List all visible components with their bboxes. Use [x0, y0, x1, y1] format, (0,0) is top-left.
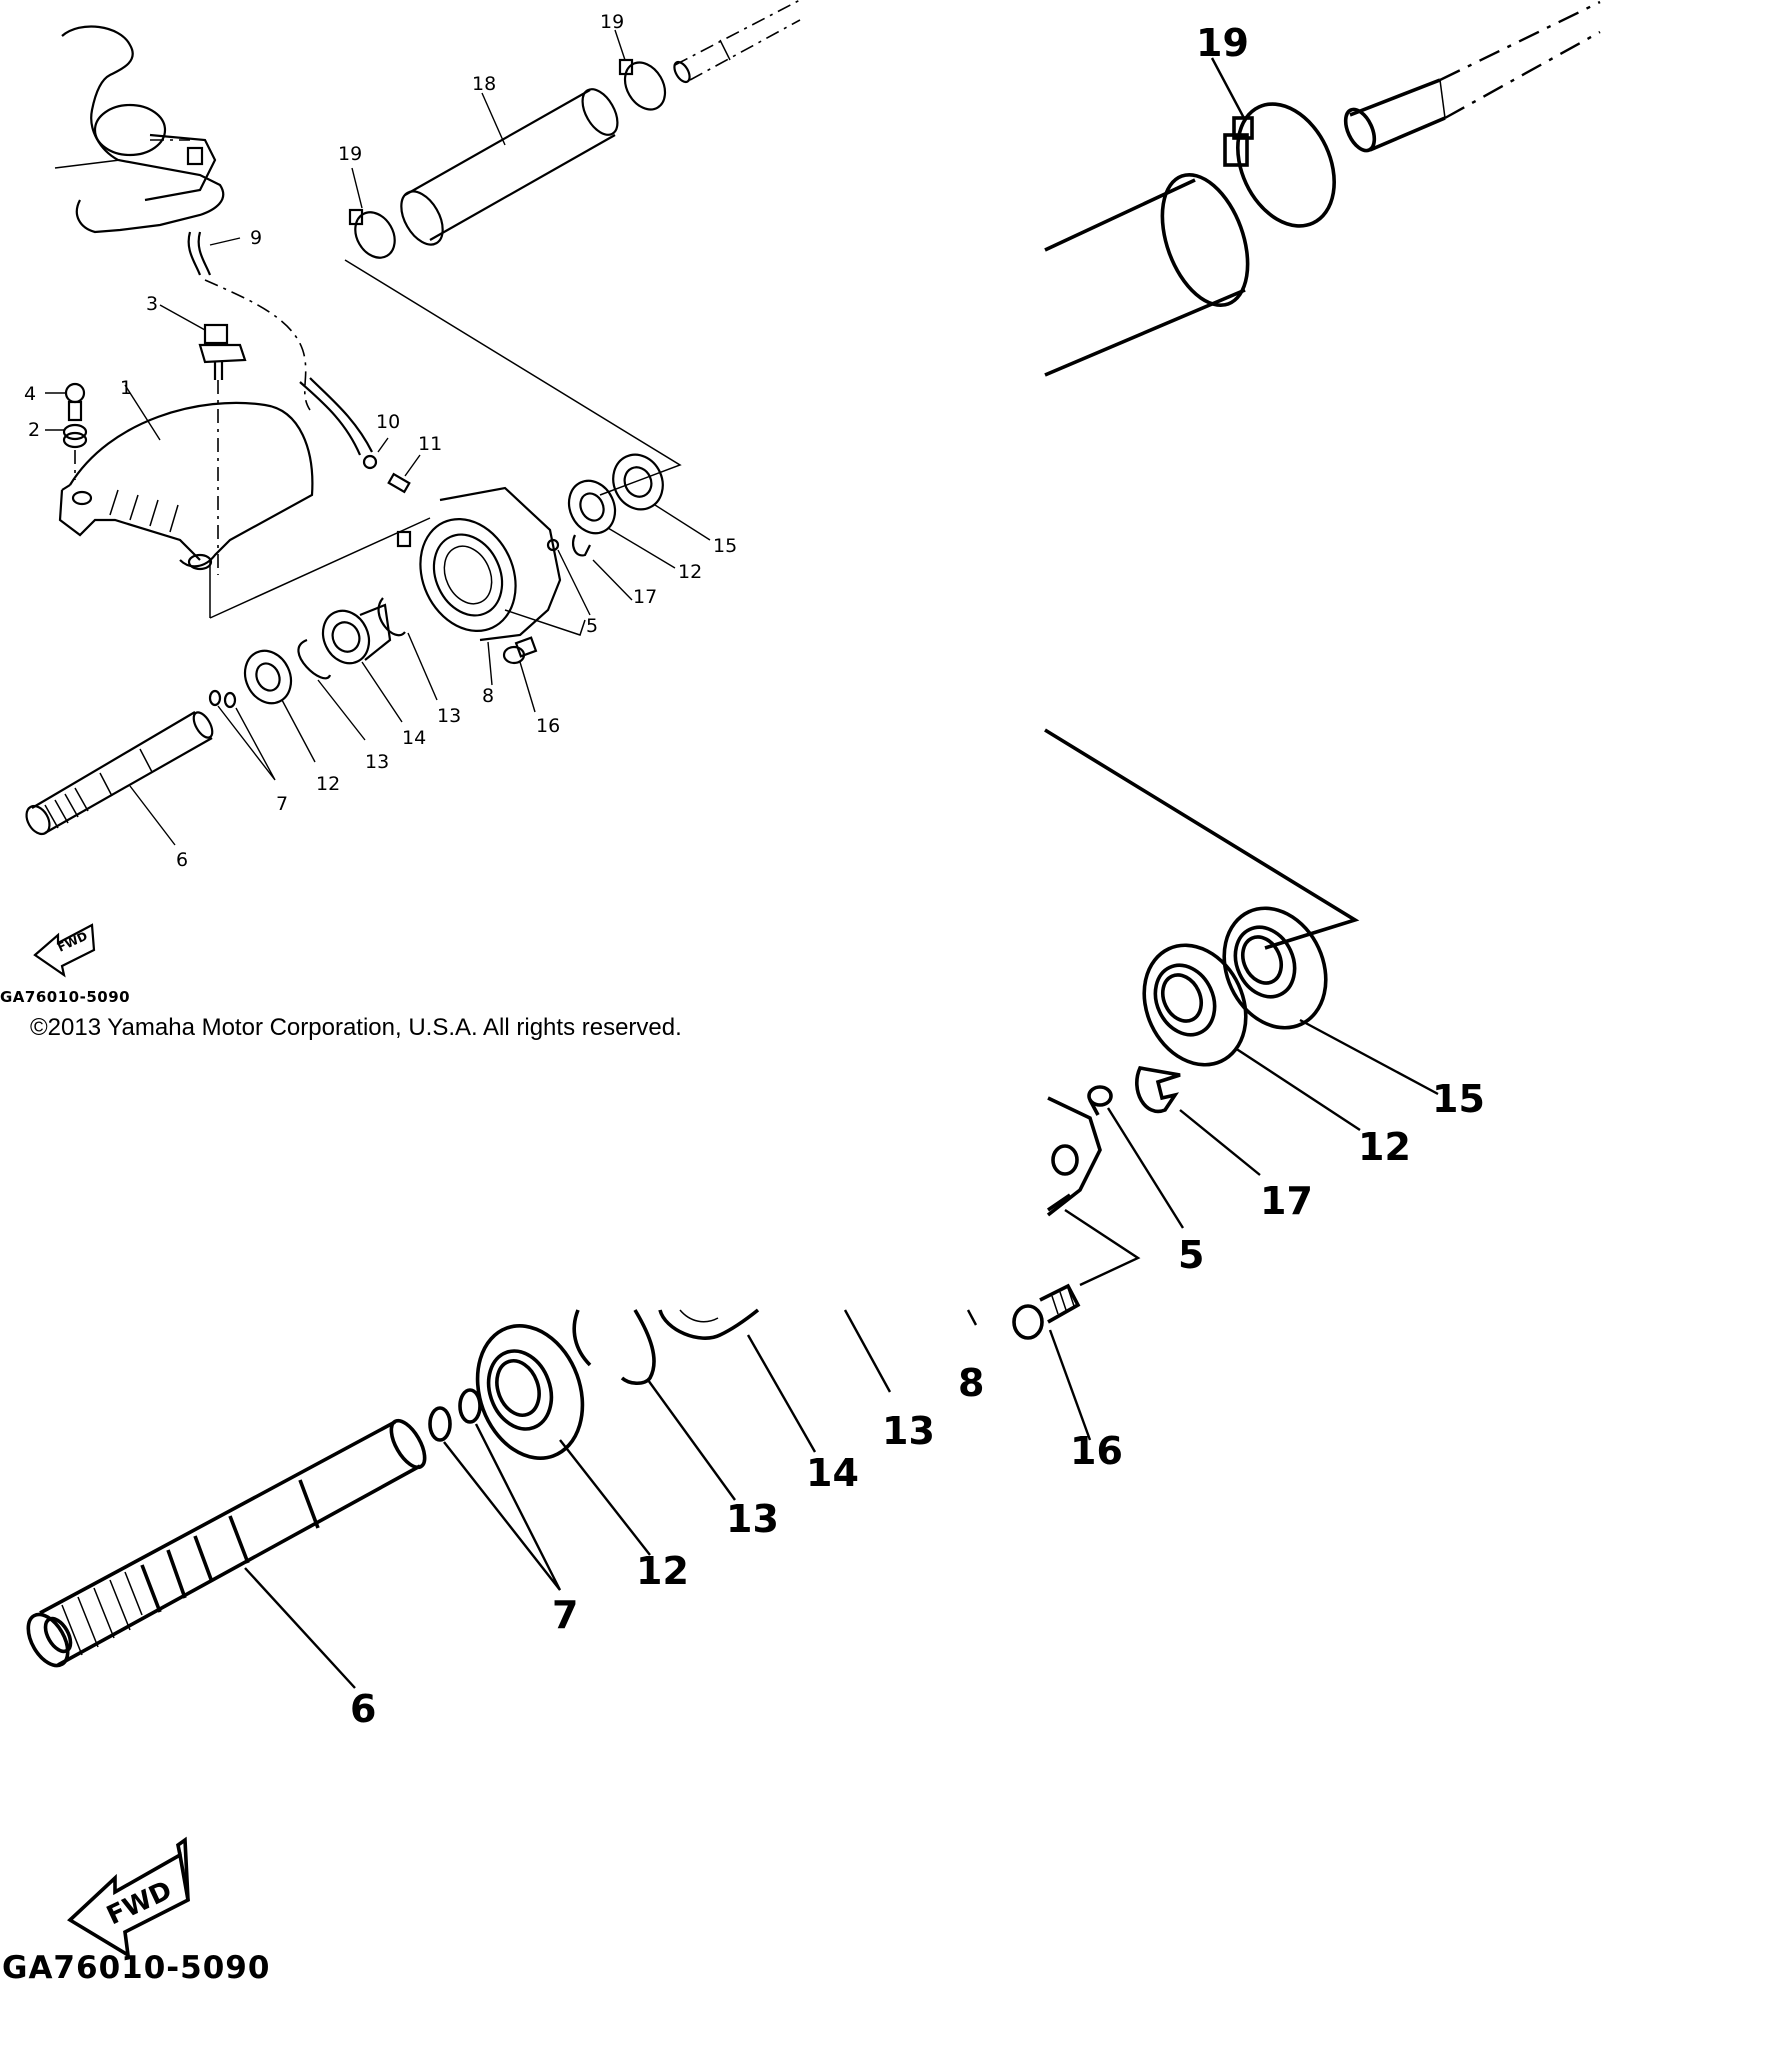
zoom-part-16-bolt — [1012, 1283, 1092, 1441]
part-6-drive-shaft — [25, 711, 214, 846]
fwd-arrow-large: FWD — [67, 1836, 191, 1959]
part-13-circlip-lower — [297, 638, 366, 741]
part-12-seal-upper — [567, 479, 676, 569]
callout-19-lower: 19 — [338, 143, 362, 165]
part-8-housing — [396, 486, 562, 686]
zoom-callout-14: 14 — [806, 1451, 859, 1495]
part-9-hose — [187, 231, 311, 411]
part-7-o-rings — [208, 689, 276, 781]
part-18-tube — [400, 88, 619, 246]
callout-16: 16 — [536, 715, 560, 737]
diagram-code-small: GA76010-5090 — [0, 988, 131, 1006]
zoom-callout-7: 7 — [552, 1593, 578, 1637]
callout-3: 3 — [146, 293, 158, 315]
part-1-cover — [58, 384, 431, 619]
overview-callouts: 1 2 3 4 5 6 7 8 9 10 11 12 12 13 13 14 1… — [24, 11, 737, 871]
assembly-leader — [344, 259, 682, 496]
zoom-callout-12: 12 — [1358, 1125, 1411, 1169]
part-13-circlip-upper — [377, 597, 438, 701]
zoom-callout-13-lower: 13 — [726, 1497, 779, 1541]
zoom-part-15-seal — [1222, 906, 1439, 1096]
zoom-drive-shaft-segment — [1343, 0, 1601, 153]
callout-18: 18 — [472, 73, 496, 95]
part-19-clamp-lower — [348, 167, 396, 259]
callout-1: 1 — [120, 377, 132, 399]
fwd-label-small: FWD — [55, 929, 89, 955]
zoom-part-13-circlip-lower — [572, 1309, 736, 1501]
zoom-callout-15: 15 — [1432, 1077, 1485, 1121]
callout-7: 7 — [276, 793, 288, 815]
callout-12-upper: 12 — [678, 561, 702, 583]
zoom-panel-seals: 15 12 17 5 — [1044, 728, 1485, 1287]
diagram-code-large: GA76010-5090 — [2, 1950, 271, 1986]
overview-diagram: FWD 1 2 3 4 5 6 7 8 9 10 11 12 12 13 13 … — [24, 0, 801, 978]
part-19-clamp-upper — [614, 29, 667, 111]
part-2-washer — [45, 423, 88, 449]
fwd-arrow-small: FWD — [33, 923, 96, 978]
part-3-bracket — [159, 304, 247, 575]
callout-15: 15 — [713, 535, 737, 557]
zoom-callout-5: 5 — [1178, 1233, 1204, 1277]
zoom-housing-fragment — [1046, 1096, 1141, 1287]
zoom-part-19-clamp — [1210, 57, 1336, 228]
zoom-callout-16: 16 — [1070, 1429, 1123, 1473]
callout-19-upper: 19 — [600, 11, 624, 33]
copyright-notice: ©2013 Yamaha Motor Corporation, U.S.A. A… — [30, 1014, 682, 1041]
callout-14: 14 — [402, 727, 426, 749]
part-11-fitting — [387, 454, 421, 494]
zoom-part-7-o-rings — [428, 1388, 562, 1591]
callout-12-lower: 12 — [316, 773, 340, 795]
part-16-bolt — [502, 636, 538, 713]
zoom-callout-17: 17 — [1260, 1179, 1313, 1223]
callout-4: 4 — [24, 383, 36, 405]
zoom-panel-hose-clamp: 19 — [1044, 0, 1601, 377]
zoom-callout-13-upper: 13 — [882, 1409, 935, 1453]
part-15-seal — [612, 453, 711, 541]
part-4-bolt — [45, 382, 86, 422]
part-14-bearing — [321, 603, 403, 723]
callout-11: 11 — [418, 433, 442, 455]
callout-6: 6 — [176, 849, 188, 871]
zoom-part-17-clip — [1135, 1065, 1261, 1176]
part-12-seal-lower — [243, 649, 316, 763]
zoom-part-5-plug — [1087, 1085, 1185, 1229]
zoom-callout-6: 6 — [350, 1687, 376, 1731]
part-17-clip — [571, 534, 633, 601]
drive-shaft-segment — [673, 0, 801, 84]
zoom-panel-shaft: FWD 8 16 13 14 13 12 7 6 — [26, 1283, 1123, 1959]
callout-9: 9 — [250, 227, 262, 249]
callout-8: 8 — [482, 685, 494, 707]
callout-5: 5 — [586, 615, 598, 637]
callout-10: 10 — [376, 411, 400, 433]
zoom-part-6-drive-shaft — [26, 1418, 427, 1689]
zoom-part-12-seal — [475, 1324, 651, 1556]
zoom-assembly-leader — [1044, 728, 1360, 950]
zoom-callout-8: 8 — [958, 1361, 984, 1405]
zoom-part-14-bearing — [658, 1308, 817, 1453]
callout-13-upper: 13 — [437, 705, 461, 727]
callout-2: 2 — [28, 419, 40, 441]
zoom-part-13-upper-leader — [843, 1309, 892, 1393]
callout-13-lower: 13 — [365, 751, 389, 773]
zoom-callout-19: 19 — [1196, 21, 1249, 65]
zoom-part-12-seal — [1142, 943, 1361, 1132]
zoom-callout-12: 12 — [636, 1549, 689, 1593]
engine-fragment — [54, 25, 225, 234]
callout-17: 17 — [633, 586, 657, 608]
zoom-part-8-leader — [966, 1309, 978, 1326]
part-5-plug — [546, 538, 591, 616]
part-10-clip — [299, 377, 389, 470]
